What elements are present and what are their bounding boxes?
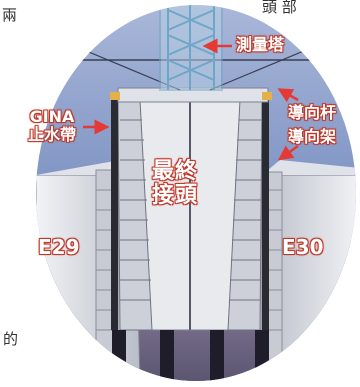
label-final-joint: 最終 接頭 bbox=[152, 159, 199, 209]
label-guide-frame: 導向架 bbox=[288, 127, 337, 146]
label-gina: GINA 止水帶 bbox=[28, 108, 76, 143]
gina-gasket-right bbox=[262, 100, 269, 330]
callout-arrows bbox=[83, 38, 299, 161]
edge-text-left: 兩 bbox=[2, 6, 18, 24]
label-gina-line2: 止水帶 bbox=[28, 124, 77, 144]
label-guide-rod: 導向杆 bbox=[288, 103, 337, 122]
label-survey-tower: 測量塔 bbox=[236, 35, 285, 54]
label-gina-line1: GINA bbox=[29, 107, 75, 126]
arrow-guide-rod bbox=[277, 88, 299, 103]
label-final-joint-line2: 接頭 bbox=[152, 183, 199, 209]
label-segment-e29: E29 bbox=[38, 235, 80, 259]
guide-rod-left bbox=[110, 92, 120, 100]
label-final-joint-line1: 最終 bbox=[152, 159, 199, 184]
guide-rod-right bbox=[262, 92, 272, 100]
edge-text-bottom-left: 的 bbox=[3, 330, 19, 348]
label-segment-e30: E30 bbox=[282, 235, 324, 259]
arrow-guide-frame bbox=[277, 144, 299, 161]
gina-gasket-left bbox=[111, 100, 118, 330]
edge-text-top-right: 頭 部 bbox=[262, 0, 297, 16]
